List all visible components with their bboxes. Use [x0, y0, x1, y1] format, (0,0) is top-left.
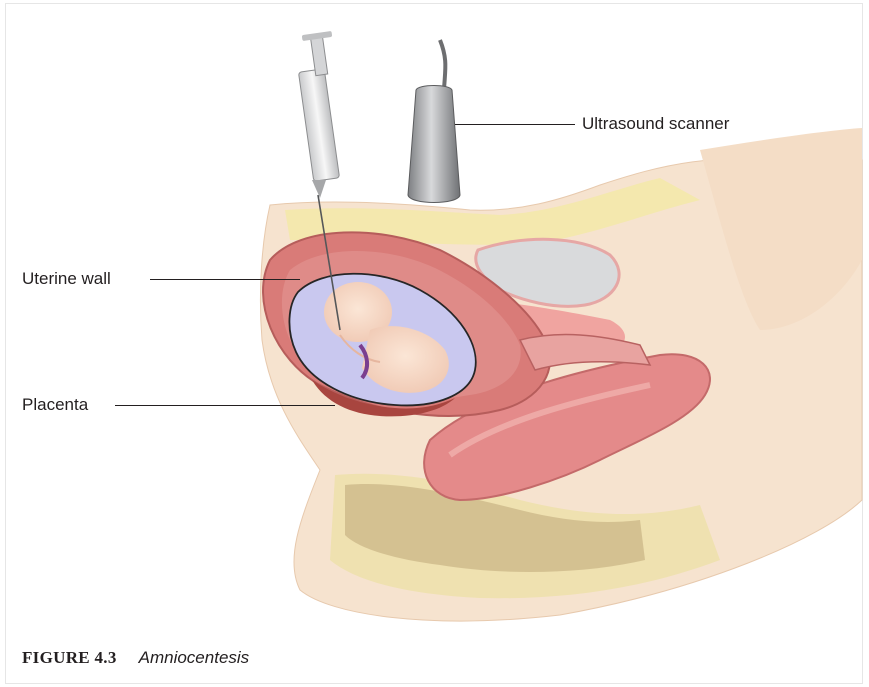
figure-caption: FIGURE 4.3 Amniocentesis	[22, 648, 249, 668]
ultrasound-probe	[408, 40, 460, 203]
figure-title: Amniocentesis	[139, 648, 250, 667]
ultrasound-scanner-label: Ultrasound scanner	[582, 114, 729, 134]
placenta-leader-line	[115, 405, 335, 406]
ultrasound-leader-line	[455, 124, 575, 125]
figure-number: FIGURE 4.3	[22, 648, 117, 667]
uterine-wall-leader-line	[150, 279, 300, 280]
uterine-wall-label: Uterine wall	[22, 269, 111, 289]
placenta-label: Placenta	[22, 395, 88, 415]
